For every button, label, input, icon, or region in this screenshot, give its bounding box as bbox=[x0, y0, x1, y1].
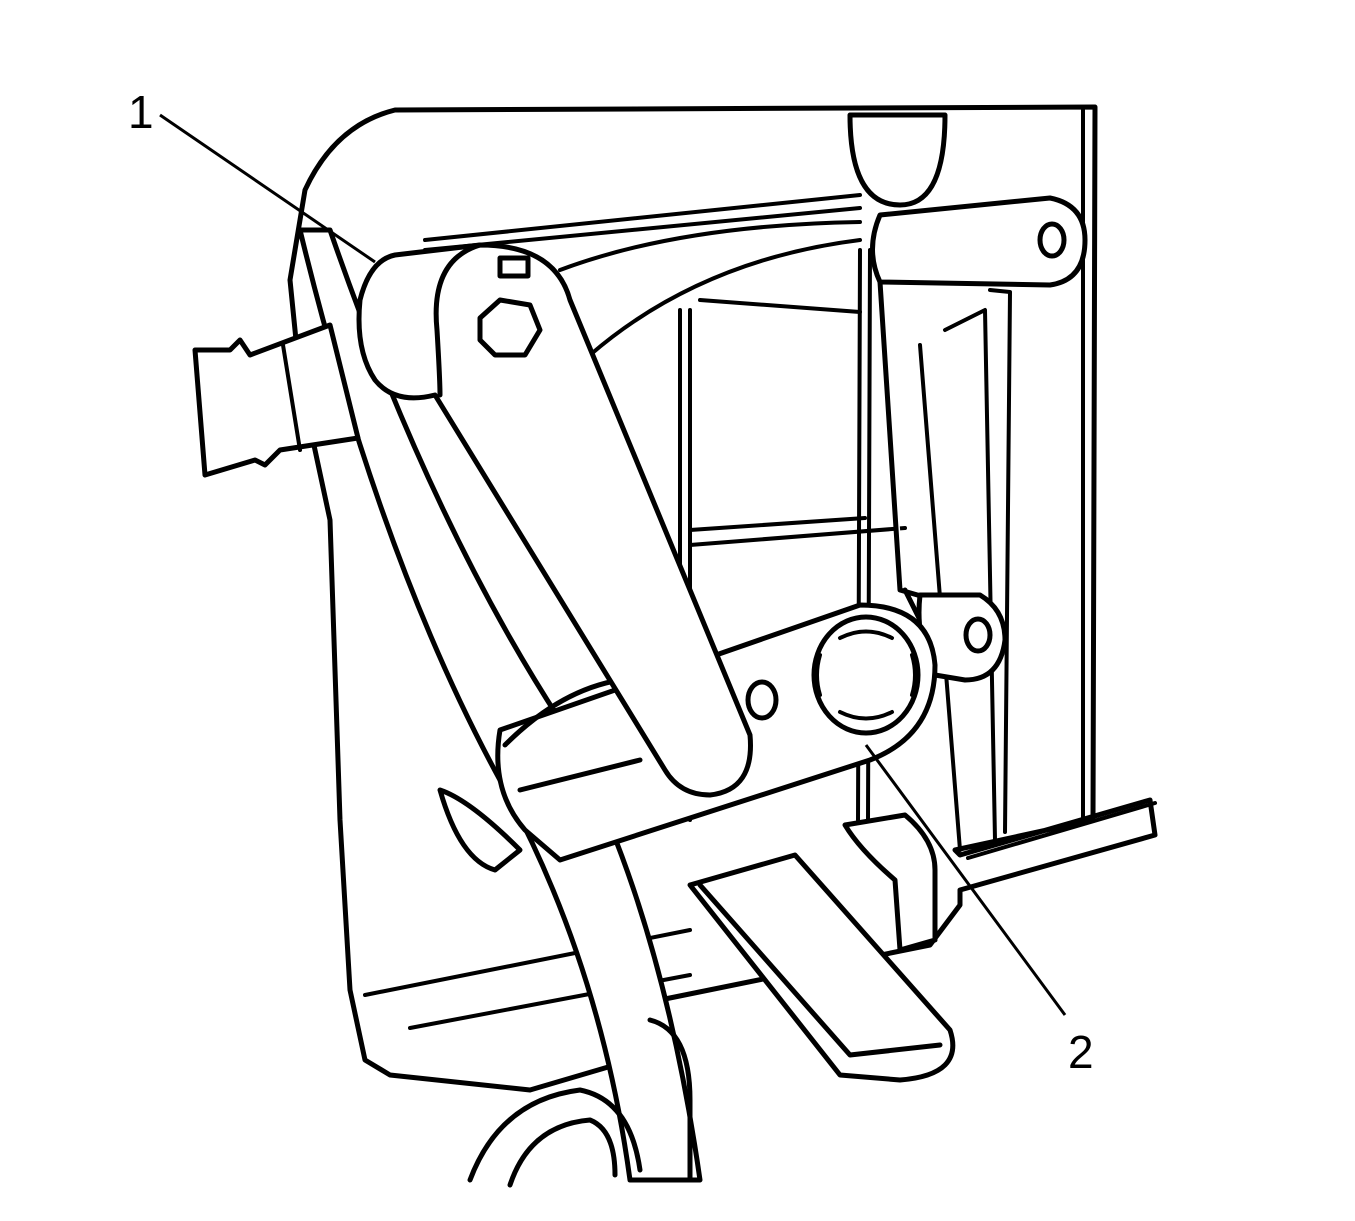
retainer-cap bbox=[811, 614, 921, 736]
callout-1: 1 bbox=[128, 86, 376, 264]
cable-loop bbox=[467, 1017, 693, 1188]
wrench-tool[interactable] bbox=[356, 242, 753, 798]
housing-bump bbox=[847, 112, 948, 208]
callout-1-label: 1 bbox=[128, 86, 154, 138]
socket-tab bbox=[497, 255, 531, 279]
clamp-stub bbox=[192, 322, 361, 478]
callout-2: 2 bbox=[864, 744, 1094, 1078]
support-bar bbox=[297, 227, 703, 1183]
bottom-bracket bbox=[437, 787, 956, 1083]
bolt-head-icon bbox=[477, 297, 543, 358]
callout-2-label: 2 bbox=[1068, 1026, 1094, 1078]
